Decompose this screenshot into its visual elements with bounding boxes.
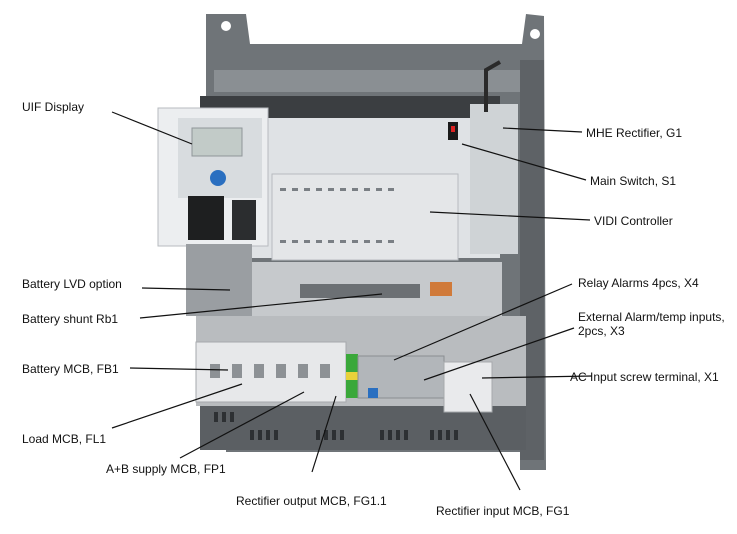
leader-lines — [111, 111, 593, 491]
label-rectifier-output-mcb: Rectifier output MCB, FG1.1 — [236, 494, 387, 508]
label-battery-lvd: Battery LVD option — [22, 277, 122, 291]
label-relay-alarms: Relay Alarms 4pcs, X4 — [578, 276, 699, 290]
label-main-switch: Main Switch, S1 — [590, 174, 677, 188]
label-ac-input: AC Input screw terminal, X1 — [570, 370, 719, 384]
label-ab-supply-mcb: A+B supply MCB, FP1 — [106, 462, 226, 476]
label-mhe-rectifier: MHE Rectifier, G1 — [586, 126, 683, 140]
uif-display-module — [157, 107, 269, 247]
label-vidi-controller: VIDI Controller — [594, 214, 673, 228]
label-battery-shunt: Battery shunt Rb1 — [22, 312, 119, 326]
label-rectifier-input-mcb: Rectifier input MCB, FG1 — [436, 504, 570, 518]
label-external-alarm: External Alarm/temp inputs, 2pcs, X3 — [578, 310, 725, 338]
label-uif-display: UIF Display — [22, 100, 85, 114]
label-load-mcb: Load MCB, FL1 — [22, 432, 107, 446]
vidi-controller-module — [271, 173, 459, 261]
label-battery-mcb: Battery MCB, FB1 — [22, 362, 119, 376]
din-rail — [195, 316, 526, 413]
